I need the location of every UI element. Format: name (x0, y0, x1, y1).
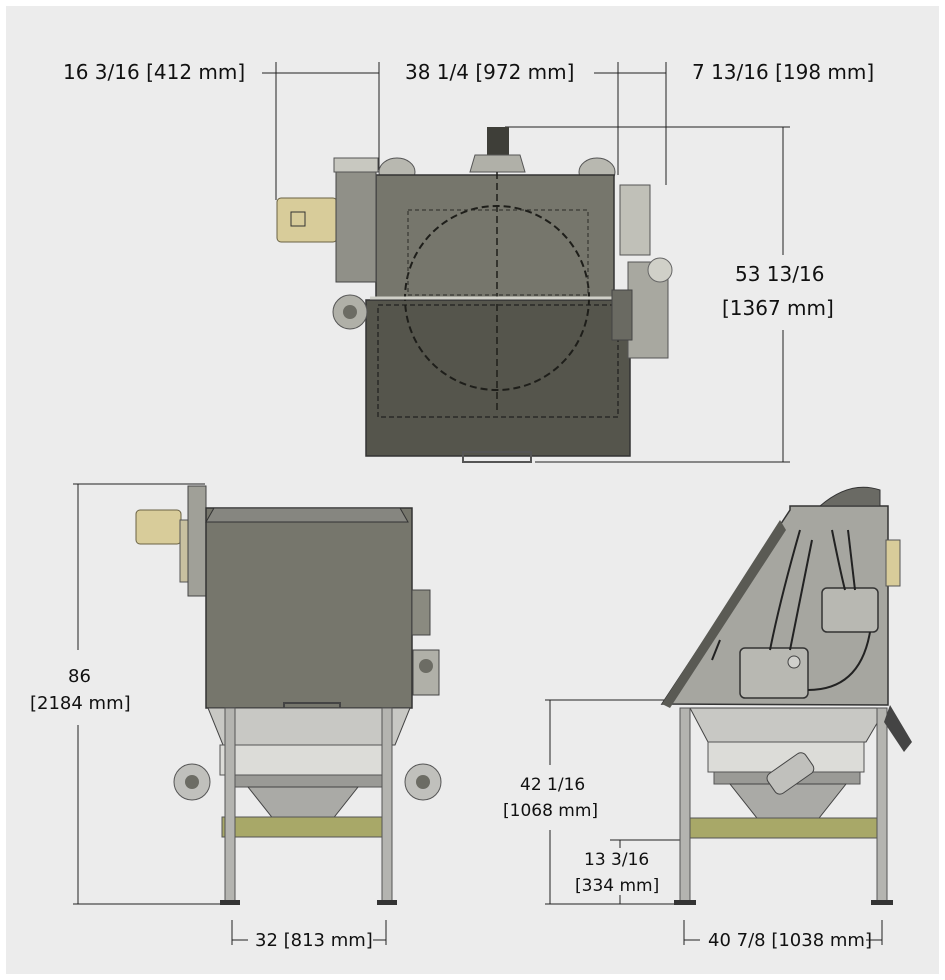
front-dim-height-line1: 86 (68, 666, 91, 687)
top-dim-depth-line2: [1367 mm] (722, 296, 834, 320)
top-dim-depth-line1: 53 13/16 (735, 262, 825, 286)
top-dim-center-label: 38 1/4 [972 mm] (405, 60, 575, 84)
side-dim-leg-width-label: 40 7/8 [1038 mm] (708, 930, 872, 951)
side-dim-frame-height-line2: [334 mm] (575, 876, 660, 896)
side-view-drawing (545, 486, 912, 945)
top-dimension-lines (262, 62, 790, 463)
side-cables (711, 529, 871, 691)
front-dim-leg-width-label: 32 [813 mm] (255, 930, 373, 951)
side-dim-hopper-height-line1: 42 1/16 (520, 775, 586, 795)
side-dim-hopper-height-line2: [1068 mm] (503, 801, 599, 821)
top-dim-left-label: 16 3/16 [412 mm] (63, 60, 246, 84)
side-dim-frame-height-line1: 13 3/16 (584, 850, 650, 870)
front-view-drawing (73, 483, 442, 945)
top-view-drawing (262, 62, 790, 463)
top-dim-right-label: 7 13/16 [198 mm] (692, 60, 875, 84)
front-dim-height-line2: [2184 mm] (30, 693, 131, 714)
side-dimension-lines (545, 699, 883, 945)
front-dimension-lines (73, 483, 387, 945)
